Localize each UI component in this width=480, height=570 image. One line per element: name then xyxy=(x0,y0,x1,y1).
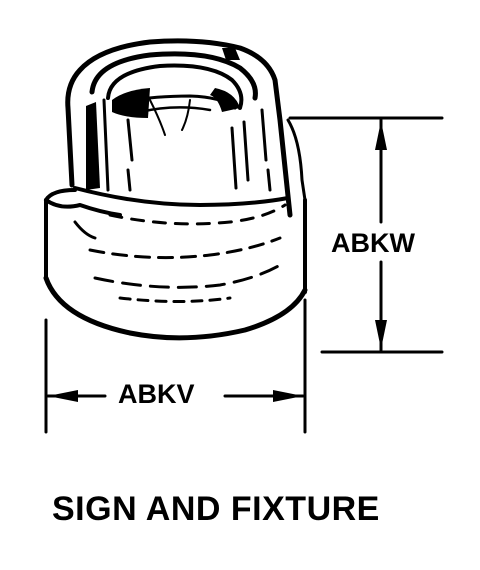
arrow-up-icon xyxy=(375,121,387,150)
fixture-body xyxy=(43,38,308,341)
width-dimension-label: ABKV xyxy=(118,379,195,409)
arrow-right-icon xyxy=(273,390,303,402)
width-dimension xyxy=(44,298,307,434)
height-dimension xyxy=(288,116,444,354)
arrow-left-icon xyxy=(48,390,78,402)
arrow-down-icon xyxy=(375,320,387,349)
height-dimension-label: ABKW xyxy=(331,228,415,258)
diagram-caption: SIGN AND FIXTURE xyxy=(52,490,380,528)
